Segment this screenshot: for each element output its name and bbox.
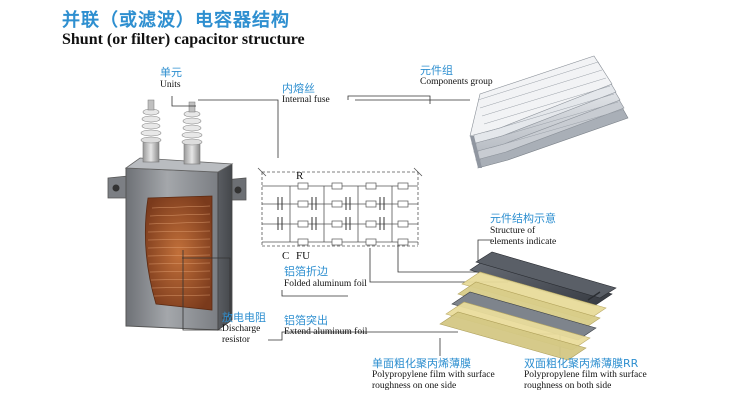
resistor-symbol-label: R [296, 170, 304, 182]
extend-foil-label-zh: 铝箔突出 [284, 314, 328, 327]
film-one-side-label-en-2: roughness on one side [372, 381, 457, 391]
page-title-zh: 并联（或滤波）电容器结构 [62, 10, 290, 31]
leader-lines [171, 95, 561, 356]
structure-label-en-1: Structure of [490, 226, 536, 236]
components-group [469, 55, 629, 169]
discharge-label-en-2: resistor [222, 335, 250, 345]
structure-label-en-2: elements indicate [490, 237, 557, 247]
discharge-label-en-1: Discharge [222, 324, 261, 334]
capacitor-symbols [277, 197, 385, 230]
capacitor-unit [107, 99, 247, 331]
film-both-sides-label-zh: 双面粗化聚丙烯薄膜RR [524, 357, 639, 370]
units-label-en: Units [160, 80, 181, 90]
components-group-label-zh: 元件组 [420, 64, 453, 77]
element-layers [439, 251, 617, 361]
folded-foil-label-zh: 铝箔折边 [284, 265, 328, 278]
fuse-symbol-label: FU [296, 250, 311, 262]
components-group-label-en: Components group [420, 77, 493, 87]
capacitor-symbol-label: C [282, 250, 290, 262]
fuse-elements [297, 182, 409, 246]
extend-foil-label-en: Extend aluminum foil [284, 327, 368, 337]
page-title-en: Shunt (or filter) capacitor structure [62, 31, 305, 48]
right-bushing [181, 101, 203, 165]
discharge-label-zh: 放电电阻 [222, 311, 266, 324]
folded-foil-label-en: Folded aluminum foil [284, 279, 367, 289]
structure-label-zh: 元件结构示意 [490, 212, 556, 225]
film-both-sides-label-en-1: Polypropylene film with surface [524, 370, 647, 380]
internal-fuse-label-en: Internal fuse [282, 95, 330, 105]
film-one-side-label-en-1: Polypropylene film with surface [372, 370, 495, 380]
internal-fuse-label-zh: 内熔丝 [282, 82, 315, 95]
film-one-side-label-zh: 单面粗化聚丙烯薄膜 [372, 357, 471, 370]
film-both-sides-label-en-2: roughness on both side [524, 381, 612, 391]
units-label-zh: 单元 [160, 66, 182, 79]
left-bushing [140, 99, 162, 163]
